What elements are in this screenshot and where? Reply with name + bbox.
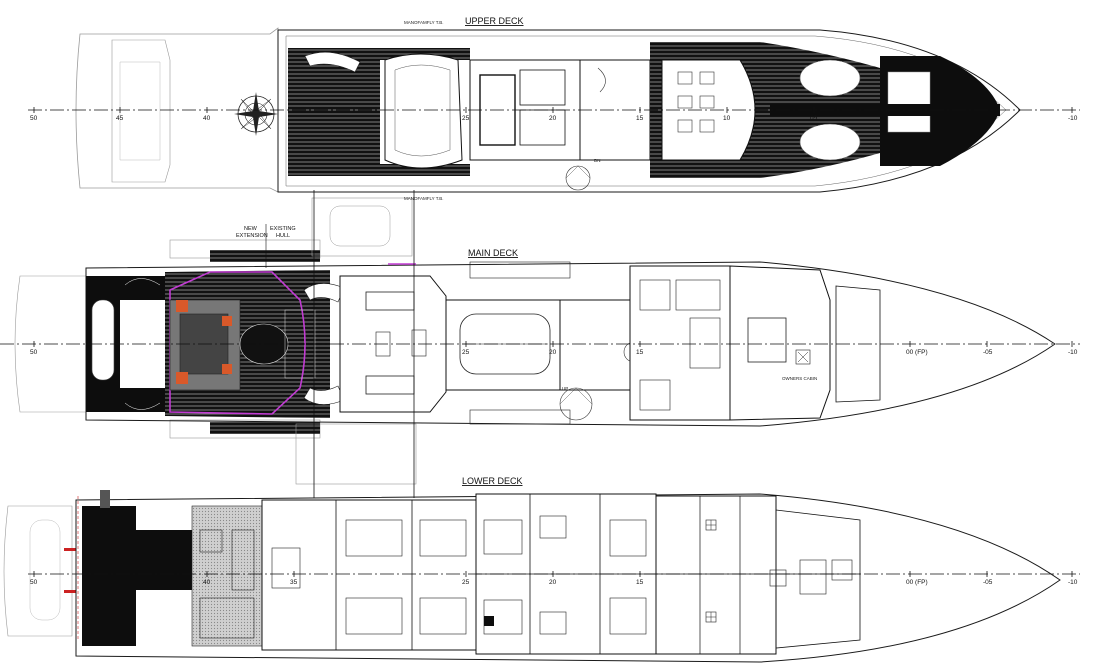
main-frame-label: 15 (636, 349, 644, 356)
main-deck-title: MAIN DECK (468, 248, 518, 258)
lower-garage (82, 506, 136, 646)
note-existing-hull-l1: EXISTING (270, 226, 296, 232)
upper-frame-label: 15 (636, 115, 644, 122)
lower-frame-label: -05 (983, 579, 993, 586)
note-new-extension: NEW EXTENSION (236, 226, 268, 239)
main-frame-label: 20 (549, 349, 557, 356)
lower-frame-label: -10 (1068, 579, 1078, 586)
upper-frame-label: 40 (203, 115, 211, 122)
lower-deck-title: LOWER DECK (462, 476, 523, 486)
lower-frame-label: 25 (462, 579, 470, 586)
lower-hull-outline (75, 493, 1061, 663)
lower-frame-label: 35 (290, 579, 298, 586)
main-frame-label: -10 (1068, 349, 1078, 356)
lower-frame-label: 20 (549, 579, 557, 586)
engine-room (191, 505, 263, 647)
note-owners-cabin: OWNERS CABIN (782, 376, 817, 381)
upper-frame-label: 45 (116, 115, 124, 122)
lower-frame-label: 15 (636, 579, 644, 586)
upper-small-note-2: MANOFAMFLY T.B. (404, 196, 444, 201)
lower-frame-label: 40 (203, 579, 211, 586)
upper-frame-label: 50 (30, 115, 38, 122)
main-frame-label: 00 (FP) (906, 349, 928, 356)
lower-frame-label: 00 (FP) (906, 579, 928, 586)
main-frame-label: -05 (983, 349, 993, 356)
note-existing-hull-l2: HULL (276, 233, 290, 239)
upper-frame-label: 10 (723, 115, 731, 122)
main-deck (14, 197, 1056, 485)
centerline-axes: 50 45 40 25 20 15 10 05 -10 50 25 20 15 00 (FP) -05 -10… (0, 107, 1080, 586)
upper-small-note-1: MANOFAMFLY T.B. (404, 20, 444, 25)
upper-aft-outline (75, 27, 279, 193)
upper-deck-title: UPPER DECK (465, 16, 524, 26)
note-existing-hull: EXISTING HULL (270, 226, 297, 239)
upper-bar (384, 53, 463, 169)
main-frame-label: 25 (462, 349, 470, 356)
main-frame-label: 50 (30, 349, 38, 356)
note-new-extension-l1: NEW (244, 226, 258, 232)
main-hull-outline (85, 261, 1056, 427)
note-up: UP (562, 386, 568, 391)
note-dn: DN (594, 158, 601, 163)
upper-frame-label: 20 (549, 115, 557, 122)
compass-rose-icon (234, 92, 278, 136)
note-new-extension-l2: EXTENSION (236, 233, 268, 239)
upper-frame-label: -10 (1068, 115, 1078, 122)
upper-frame-label: 05 (810, 115, 818, 122)
lower-deck (3, 490, 1061, 663)
upper-frame-label: 25 (462, 115, 470, 122)
upper-teak-deck-aft (288, 48, 380, 176)
lower-frame-label: 50 (30, 579, 38, 586)
